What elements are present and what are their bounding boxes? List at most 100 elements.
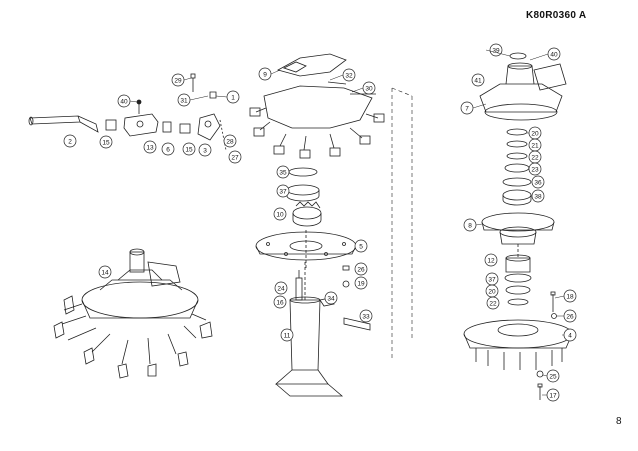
- callout-39: 39: [489, 43, 503, 57]
- callout-23: 23: [528, 162, 542, 176]
- callout-26b-label: 26: [566, 313, 574, 320]
- callout-21-label: 21: [531, 142, 539, 149]
- callout-2-label: 2: [68, 138, 72, 145]
- callout-10-label: 10: [276, 211, 284, 218]
- callout-37a: 37: [276, 184, 290, 198]
- callout-leaders: [129, 49, 565, 396]
- callout-41-label: 41: [474, 77, 482, 84]
- callout-27: 27: [228, 150, 242, 164]
- callout-3: 3: [198, 143, 212, 157]
- callout-19-label: 19: [357, 280, 365, 287]
- callout-labels: 29 40 31 1 2 15 13 6 15 3 28 27 9 32 30 …: [63, 43, 577, 402]
- callout-9-label: 9: [263, 71, 267, 78]
- callout-40b-label: 40: [550, 51, 558, 58]
- pipe-assembly: [28, 73, 227, 151]
- callout-12-label: 12: [487, 257, 495, 264]
- callout-21: 21: [528, 138, 542, 152]
- callout-7-label: 7: [465, 105, 469, 112]
- callout-35: 35: [276, 165, 290, 179]
- callout-16: 16: [273, 295, 287, 309]
- callout-2: 2: [63, 134, 77, 148]
- callout-15b: 15: [182, 142, 196, 156]
- callout-37b: 37: [485, 272, 499, 286]
- callout-33-label: 33: [362, 313, 370, 320]
- callout-33: 33: [359, 309, 373, 323]
- callout-25-label: 25: [549, 373, 557, 380]
- stand-post: [274, 262, 344, 397]
- callout-3-label: 3: [203, 147, 207, 154]
- callout-25: 25: [546, 369, 560, 383]
- callout-23-label: 23: [531, 166, 539, 173]
- callout-31: 31: [177, 93, 191, 107]
- callout-24: 24: [274, 281, 288, 295]
- callout-26a: 26: [354, 262, 368, 276]
- callout-41: 41: [471, 73, 485, 87]
- callout-13: 13: [143, 140, 157, 154]
- callout-5-label: 5: [359, 243, 363, 250]
- callout-28: 28: [223, 134, 237, 148]
- callout-24-label: 24: [277, 285, 285, 292]
- callout-38-label: 38: [534, 193, 542, 200]
- center-stack: [255, 167, 371, 331]
- callout-32: 32: [342, 68, 356, 82]
- callout-27-label: 27: [231, 154, 239, 161]
- callout-12: 12: [484, 253, 498, 267]
- callout-40b: 40: [547, 47, 561, 61]
- callout-22a-label: 22: [531, 154, 539, 161]
- lower-parts: [463, 254, 573, 400]
- callout-11: 11: [280, 328, 294, 342]
- callout-5: 5: [354, 239, 368, 253]
- callout-20a-label: 20: [531, 130, 539, 137]
- callout-17: 17: [546, 388, 560, 402]
- hub-plate: [481, 212, 555, 258]
- callout-13-label: 13: [146, 144, 154, 151]
- callout-34-label: 34: [327, 295, 335, 302]
- callout-37a-label: 37: [279, 188, 287, 195]
- callout-7: 7: [460, 101, 474, 115]
- callout-6: 6: [161, 142, 175, 156]
- callout-17-label: 17: [549, 392, 557, 399]
- callout-15a: 15: [99, 135, 113, 149]
- callout-6-label: 6: [166, 146, 170, 153]
- hopper-assembly: [479, 52, 567, 121]
- callout-31-label: 31: [180, 97, 188, 104]
- callout-20a: 20: [528, 126, 542, 140]
- assembled-mixer: [53, 248, 213, 379]
- callout-4: 4: [563, 328, 577, 342]
- callout-15b-label: 15: [185, 146, 193, 153]
- callout-18-label: 18: [566, 293, 574, 300]
- callout-36-label: 36: [534, 179, 542, 186]
- callout-11-label: 11: [284, 332, 291, 339]
- callout-22b-label: 22: [489, 300, 497, 307]
- callout-36: 36: [531, 175, 545, 189]
- assembly-leader-lines: [391, 87, 413, 360]
- callout-26b: 26: [563, 309, 577, 323]
- callout-30-label: 30: [365, 85, 373, 92]
- callout-20b: 20: [485, 284, 499, 298]
- callout-4-label: 4: [568, 332, 572, 339]
- callout-39-label: 39: [492, 47, 500, 54]
- callout-14: 14: [98, 265, 112, 279]
- callout-15a-label: 15: [102, 139, 110, 146]
- callout-20b-label: 20: [488, 288, 496, 295]
- callout-1: 1: [226, 90, 240, 104]
- seal-rings: [502, 128, 532, 206]
- callout-29-label: 29: [174, 77, 182, 84]
- callout-37b-label: 37: [488, 276, 496, 283]
- page-number: 8: [616, 416, 622, 427]
- callout-14-label: 14: [101, 269, 109, 276]
- callout-16-label: 16: [276, 299, 284, 306]
- callout-40a-label: 40: [120, 98, 128, 105]
- callout-26a-label: 26: [357, 266, 365, 273]
- callout-28-label: 28: [226, 138, 234, 145]
- callout-10: 10: [273, 207, 287, 221]
- callout-29: 29: [171, 73, 185, 87]
- callout-8-label: 8: [468, 222, 472, 229]
- callout-19: 19: [354, 276, 368, 290]
- callout-22a: 22: [528, 150, 542, 164]
- callout-18: 18: [563, 289, 577, 303]
- callout-22b: 22: [486, 296, 500, 310]
- callout-38: 38: [531, 189, 545, 203]
- callout-35-label: 35: [279, 169, 287, 176]
